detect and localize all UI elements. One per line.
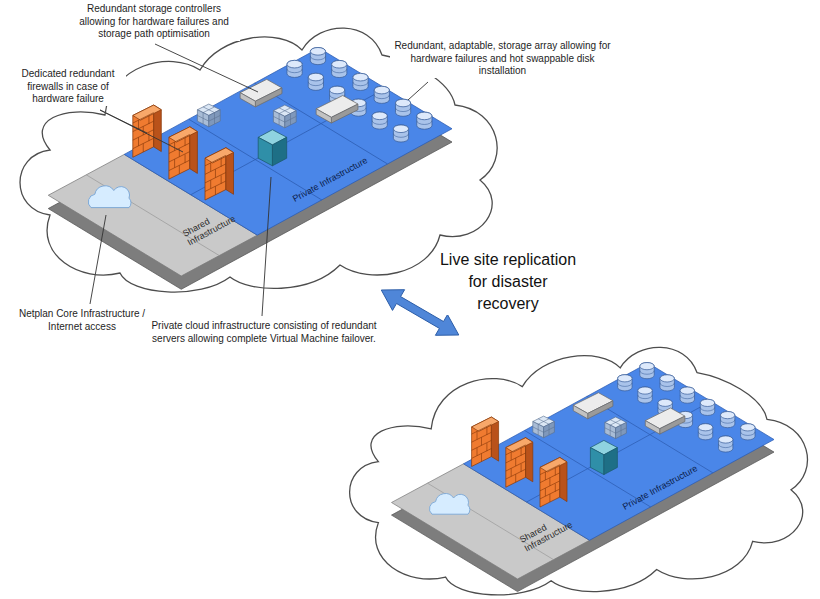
site-cloud: Shared Infrastructure Private Infrastruct…: [340, 335, 815, 593]
edge-label: Live site replication for disaster recov…: [438, 249, 578, 315]
callout-text: Dedicated redundant firewalls in case of…: [10, 68, 126, 106]
leader-line: [155, 44, 258, 92]
private-zone-label: Private Infrastructure: [621, 463, 699, 512]
callout-text: Redundant storage controllers allowing f…: [68, 3, 240, 41]
cloud-outline: [340, 335, 815, 593]
shared-zone-label: Shared Infrastructure: [518, 502, 589, 553]
shared-zone-label: Shared Infrastructure: [181, 197, 252, 248]
callout-text: Private cloud infrastructure consisting …: [148, 320, 380, 345]
cloud-outline-path: [350, 347, 808, 595]
replica-site-platform: [392, 363, 775, 592]
private-zone-label: Private Infrastructure: [291, 155, 369, 204]
callout-text: Netplan Core Infrastructure / Internet a…: [2, 308, 162, 333]
leader-line: [100, 110, 183, 152]
leader-line: [262, 177, 271, 316]
leader-line: [90, 215, 106, 304]
leader-line: [408, 82, 428, 100]
callout-text: Redundant, adaptable, storage array allo…: [390, 40, 615, 78]
